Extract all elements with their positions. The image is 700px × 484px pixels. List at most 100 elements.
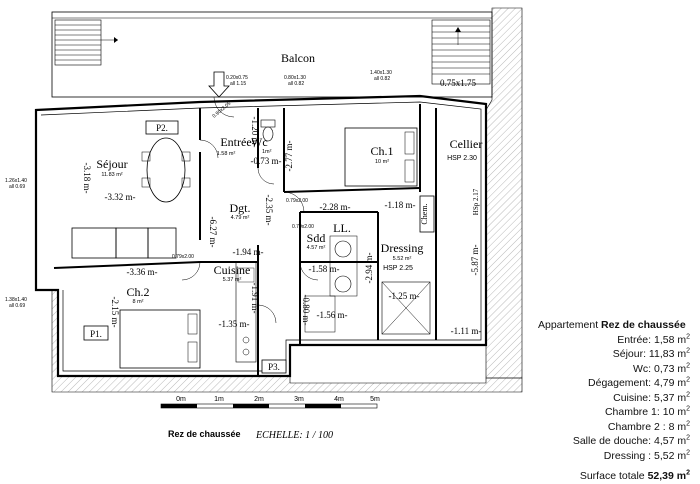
room-label-dgt: Dgt. (230, 201, 251, 215)
interior-walls (53, 104, 437, 376)
opening-left-top: 1.26x1.40 (5, 178, 27, 184)
window-label-p3: P3. (268, 362, 280, 372)
summary-item-value: 8 m (665, 420, 687, 433)
dim-sdd-vertical: -0.80 m- (301, 295, 311, 326)
room-hsp-cellier: HSP 2.30 (447, 155, 477, 162)
summary-item-label: Dégagement (588, 377, 649, 389)
room-area-ch2: 8 m² (133, 299, 144, 305)
window-label-p2: P2. (156, 123, 168, 133)
dim-wc-vertical: -1.20 m- (250, 117, 260, 148)
summary-item-label: Dressing (603, 449, 649, 462)
room-label-cuisine: Cuisine (214, 263, 251, 277)
summary-item: Wc: 0,73 m2 (632, 362, 690, 375)
summary-title-level: Rez de chaussée (601, 319, 686, 331)
opening-left-bot-b: all 0.69 (9, 303, 25, 309)
bed-ch1 (344, 127, 418, 187)
room-label-sdd: Sdd (307, 231, 326, 245)
room-area-sejour: 11.83 m² (101, 172, 122, 178)
window-p2 (145, 120, 179, 135)
room-area-dressing: 5.52 m² (393, 256, 412, 262)
kitchen-counter (235, 261, 257, 363)
entry-arrow-icon (208, 71, 230, 98)
dim-dgt-vertical: -2.35 m- (264, 195, 274, 226)
scale-bar: 0m 1m 2m 3m 4m 5m Rez de chaussée ECHELL… (160, 396, 380, 441)
room-label-entree: Entrée (220, 135, 251, 149)
scale-tick-3: 3m (294, 396, 304, 403)
scale-tick-2: 2m (254, 396, 264, 403)
dim-cellier-vertical: -5.87 m- (470, 245, 480, 276)
opening-top-3b: all 0.82 (374, 76, 390, 82)
scale-tick-4: 4m (334, 396, 344, 403)
dining-table (141, 137, 191, 203)
room-label-ch2: Ch.2 (126, 285, 149, 299)
dim-cuisine-bottom: -1.35 m- (219, 319, 250, 329)
summary-item-value: 5,37 m (651, 391, 687, 404)
room-label-balcon: Balcon (281, 51, 315, 65)
room-area-wc: 1m² (262, 149, 272, 155)
room-label-ch1: Ch.1 (370, 144, 393, 158)
room-area-dgt: 4.79 m² (231, 215, 250, 221)
summary-item-label: Chambre 2 (607, 420, 663, 433)
dim-sejour-width: -3.32 m- (105, 192, 136, 202)
room-area-ch1: 10 m² (375, 159, 389, 165)
summary-item-value: 4,57 m (651, 435, 687, 447)
summary-item: Entrée: 1,58 m2 (617, 333, 690, 346)
dim-hsp-217: HSp 2.17 (472, 188, 480, 215)
summary-item: Dressing : 5,52 m2 (603, 449, 690, 462)
window-p3 (261, 359, 287, 374)
scale-tick-1: 1m (214, 396, 224, 403)
sofa (71, 227, 177, 259)
surface-summary: Appartement Rez de chaussée Entrée: 1,58… (520, 318, 690, 484)
summary-item-label: Salle de douche (572, 435, 649, 447)
opening-top-1b: all 1.15 (230, 81, 246, 87)
dim-sejour-height: -3.18 m- (82, 163, 92, 194)
dim-dressing-bottom: -1.25 m- (389, 291, 420, 301)
summary-title: Appartement Rez de chaussée (520, 318, 690, 333)
opening-door-a: 0.79x2.00 (286, 198, 308, 204)
opening-top-1: 0.20x0.75 (226, 75, 248, 81)
dim-cuisine-vertical: -1.91 m- (250, 283, 260, 314)
summary-item-value: 4,79 m (651, 377, 687, 389)
summary-item-value: 5,52 m (651, 449, 687, 462)
door-swings (181, 96, 319, 324)
dimension-labels: -3.32 m- -3.18 m- -1.20 m- -0.73 m- -2.7… (82, 78, 481, 336)
summary-total-value: 52,39 m (647, 470, 687, 482)
summary-item-value: 1,58 m (651, 333, 687, 346)
summary-item: Chambre 1: 10 m2 (604, 405, 690, 419)
opening-door-c: 0.79x2.00 (172, 254, 194, 260)
room-hsp-dressing: HSP 2.25 (383, 265, 413, 272)
chimney-box (419, 195, 435, 233)
outer-walls (34, 94, 488, 378)
shower-fixtures (304, 235, 358, 333)
room-label-cellier: Cellier (450, 137, 483, 151)
opening-door-b: 0.79x2.00 (292, 224, 314, 230)
dim-ch2-width: -3.36 m- (127, 267, 158, 277)
dim-sdd-width: -1.58 m- (309, 264, 340, 274)
summary-total: Surface totale 52,39 m2 (579, 469, 690, 483)
room-label-chem: Chem. (420, 203, 429, 224)
dim-cellier-top: 0.75x1.75 (440, 78, 477, 88)
opening-left-bot: 1.38x1.40 (5, 297, 27, 303)
scale-tick-5: 5m (370, 396, 380, 403)
summary-item-label: Entrée (617, 333, 649, 346)
dim-dgt-horizontal: -1.94 m- (233, 247, 264, 257)
opening-top-2: 0.80x1.30 (284, 75, 306, 81)
scale-ratio: ECHELLE: 1 / 100 (255, 430, 333, 441)
level-name: Rez de chaussée (168, 429, 241, 439)
summary-item-value: 11,83 m (646, 348, 687, 360)
scale-tick-0: 0m (176, 396, 186, 403)
room-label-ll: LL. (333, 221, 351, 235)
summary-item: Chambre 2 : 8 m2 (607, 420, 690, 433)
room-label-dressing: Dressing (381, 241, 424, 255)
room-label-wc: Wc (251, 135, 268, 149)
room-area-sdd: 4.57 m² (307, 245, 326, 251)
room-label-sejour: Séjour (96, 157, 127, 171)
summary-item: Salle de douche: 4,57 m2 (572, 434, 690, 448)
summary-item: Séjour: 11,83 m2 (612, 347, 690, 361)
dim-wc-horizontal: -0.73 m- (251, 156, 282, 166)
dim-ch1-bottom: -2.28 m- (320, 202, 351, 212)
summary-item-value: 10 m (659, 406, 687, 418)
opening-left-top-b: all 0.69 (9, 184, 25, 190)
balcony-stairs-left (54, 19, 118, 66)
